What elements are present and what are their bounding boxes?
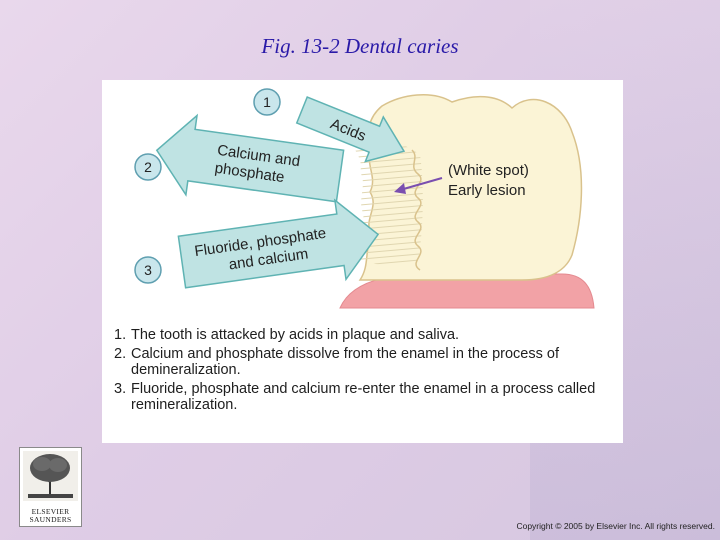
figure-caption: 1. The tooth is attacked by acids in pla…: [114, 327, 619, 414]
caption-item-1: 1. The tooth is attacked by acids in pla…: [114, 327, 619, 344]
caption-text: Calcium and phosphate dissolve from the …: [131, 345, 559, 379]
logo-label: ELSEVIER SAUNDERS: [20, 508, 81, 524]
caption-number: 1.: [114, 327, 127, 343]
lesion-label-line2: Early lesion: [448, 182, 526, 199]
figure-title: Fig. 13-2 Dental caries: [261, 34, 459, 58]
lesion-label-line1: (White spot): [448, 162, 529, 179]
figure-panel: 1 2 3 Acids Calcium and phosphate Fluori…: [102, 80, 623, 443]
step-number-3: 3: [134, 256, 162, 284]
lesion-pointer-arrow: [394, 177, 443, 194]
enamel-edge: [411, 149, 422, 271]
caption-number: 3.: [114, 380, 127, 397]
caption-number: 2.: [114, 345, 127, 362]
calcium-phosphate-arrow: Calcium and phosphate: [155, 113, 345, 203]
copyright-notice: Copyright © 2005 by Elsevier Inc. All ri…: [516, 521, 715, 531]
svg-text:2: 2: [144, 159, 152, 175]
caption-text: Fluoride, phosphate and calcium re-enter…: [131, 380, 596, 414]
step-number-2: 2: [134, 153, 162, 181]
svg-text:3: 3: [144, 262, 152, 278]
elsevier-logo: ELSEVIER SAUNDERS: [19, 447, 82, 527]
fluoride-arrow: Fluoride, phosphate and calcium: [177, 198, 380, 289]
tree-icon: [23, 451, 78, 501]
step-number-1: 1: [253, 88, 281, 116]
logo-line-2: SAUNDERS: [29, 515, 72, 524]
svg-text:1: 1: [263, 94, 271, 110]
caption-text: The tooth is attacked by acids in plaque…: [131, 327, 460, 343]
logo-line-1: ELSEVIER: [31, 507, 70, 516]
caption-item-3: 3. Fluoride, phosphate and calcium re-en…: [114, 381, 619, 414]
dental-caries-illustration: 1 2 3 Acids Calcium and phosphate Fluori…: [134, 88, 595, 309]
caption-item-2: 2. Calcium and phosphate dissolve from t…: [114, 346, 619, 379]
